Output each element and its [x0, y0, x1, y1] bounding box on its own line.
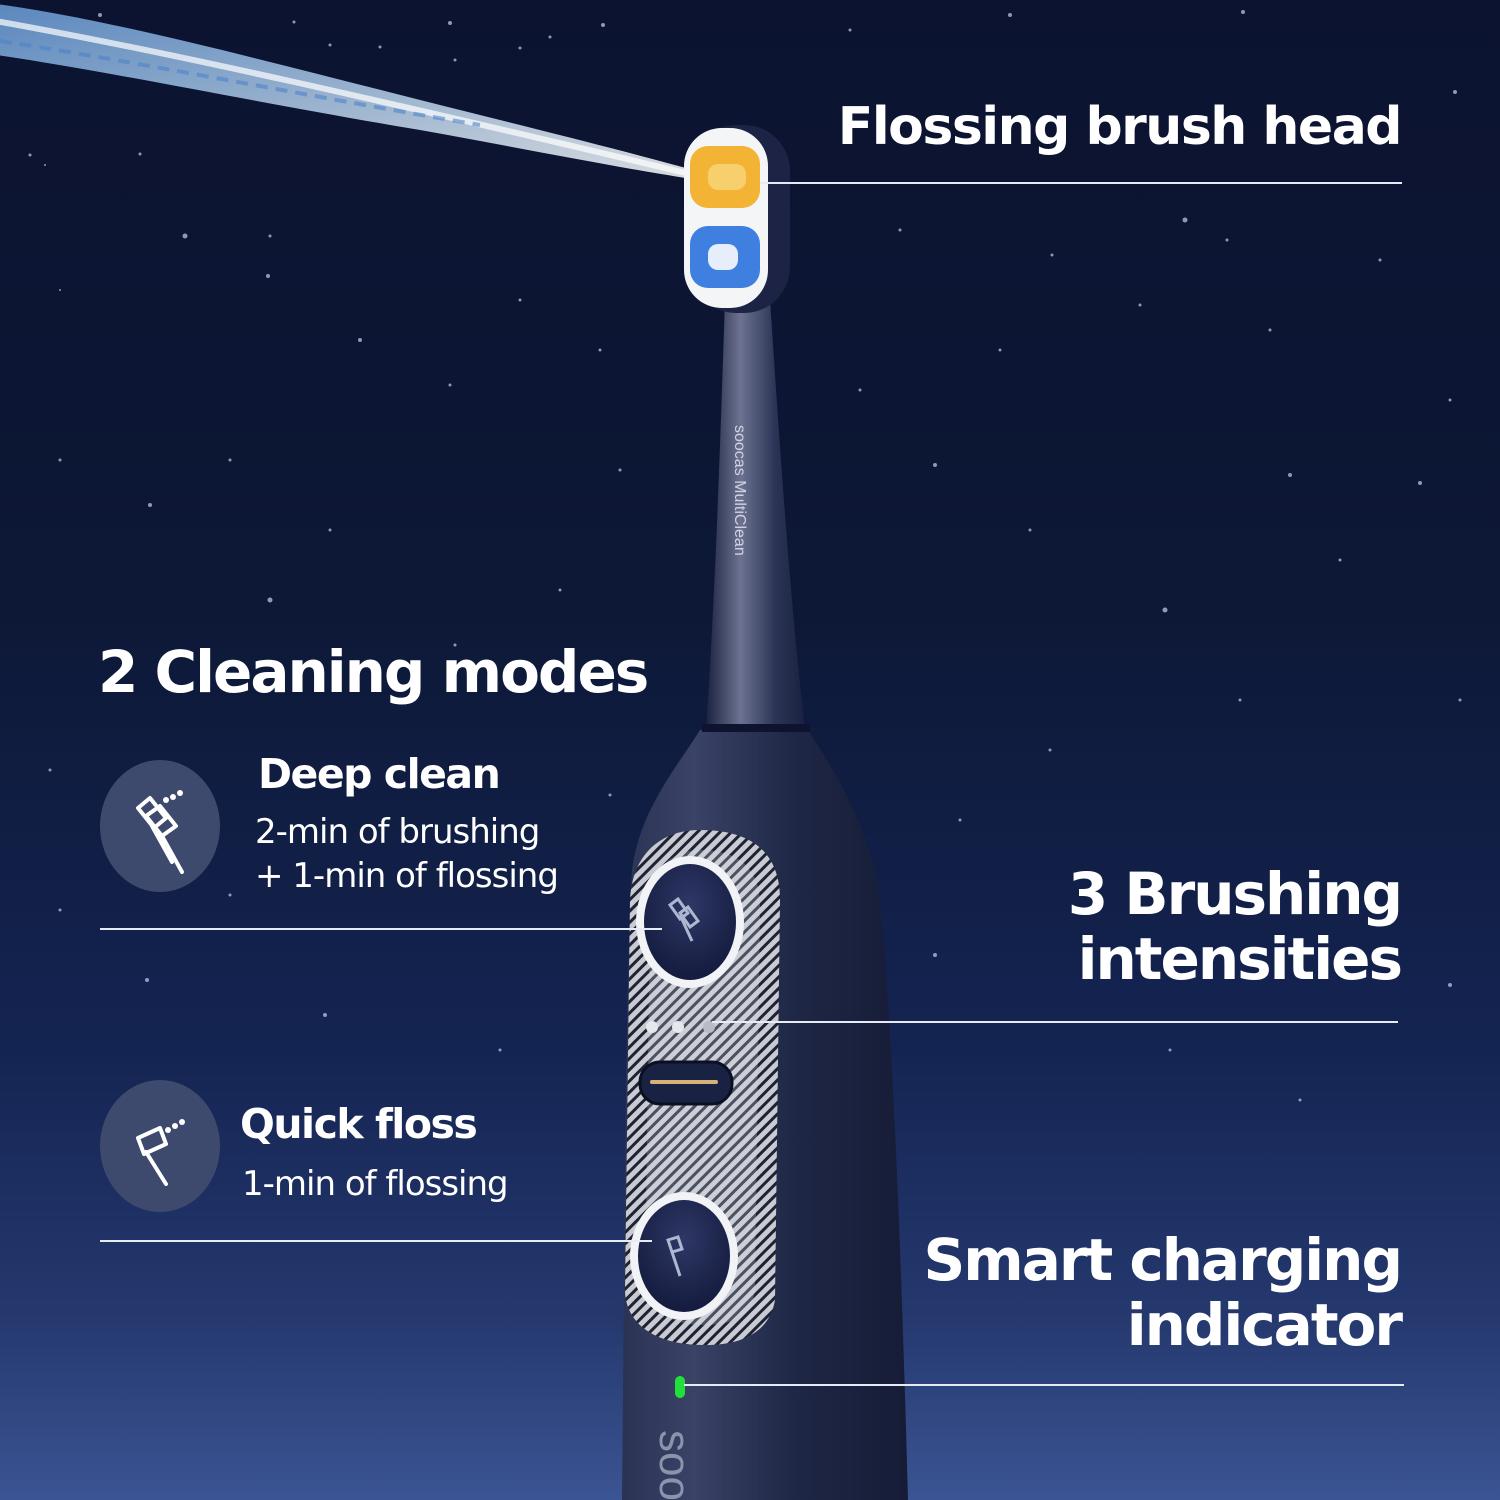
charging-line1: Smart charging — [923, 1226, 1403, 1294]
deep-clean-callout-line — [100, 928, 662, 930]
deep-clean-title: Deep clean — [258, 750, 501, 798]
brush-head-callout-line — [760, 182, 1402, 184]
intensities-callout-line — [712, 1021, 1398, 1023]
charging-indicator-label: Smart charging indicator — [923, 1226, 1403, 1359]
intensities-line2: intensities — [1077, 924, 1403, 993]
quick-floss-callout-line — [100, 1240, 652, 1242]
deep-clean-desc-line2: + 1-min of flossing — [255, 856, 559, 897]
charging-line2: indicator — [1126, 1290, 1403, 1359]
deep-clean-button-icon — [667, 896, 701, 942]
deep-clean-desc-line1: 2-min of brushing — [255, 812, 540, 852]
quick-floss-description: 1-min of flossing — [242, 1164, 509, 1204]
shaft-brand-text: soocas MultiClean — [731, 425, 748, 556]
quick-floss-title: Quick floss — [240, 1100, 478, 1148]
intensities-line1: 3 Brushing — [1067, 860, 1403, 928]
brushing-intensities-label: 3 Brushing intensities — [1067, 860, 1403, 993]
brush-head-label: Flossing brush head — [837, 97, 1403, 157]
quick-floss-button-icon — [666, 1235, 684, 1277]
charging-callout-line — [684, 1384, 1404, 1386]
body-brand-text: soo — [650, 1430, 699, 1500]
deep-clean-description: 2-min of brushing + 1-min of flossing — [255, 810, 559, 898]
water-jet-spray — [0, 4, 700, 180]
floss-icon — [100, 1080, 220, 1212]
cleaning-modes-heading: 2 Cleaning modes — [98, 638, 649, 706]
brush-and-floss-icon — [100, 760, 220, 892]
